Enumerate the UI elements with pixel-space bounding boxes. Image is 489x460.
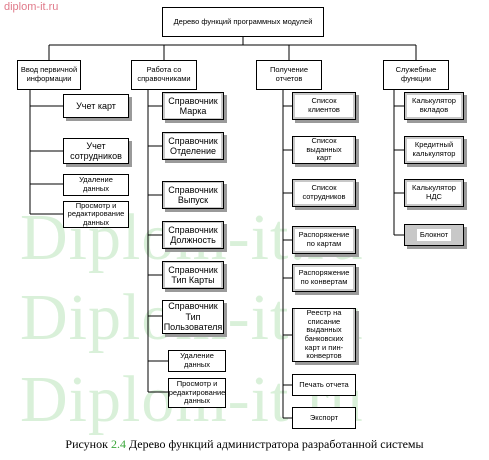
figure-caption: Рисунок 2.4 Дерево функций администратор… <box>0 437 489 452</box>
caption-text: Дерево функций администратора разработан… <box>125 437 424 451</box>
directory-item-position: Справочник Должность <box>162 221 224 249</box>
service-item-vat-calculator: Калькулятор НДС <box>404 179 464 207</box>
directory-item-department: Справочник Отделение <box>162 132 224 160</box>
group-service-header: Служебные функции <box>383 60 449 90</box>
group-directories-header: Работа со справочниками <box>131 60 197 90</box>
directory-item-brand: Справочник Марка <box>162 92 224 120</box>
report-item-issued-cards: Список выданных карт <box>292 136 356 164</box>
directory-item-issue: Справочник Выпуск <box>162 181 224 209</box>
input-item-cards: Учет карт <box>63 94 129 118</box>
service-item-notepad: Блокнот <box>404 224 464 246</box>
report-item-write-off-register: Реестр на списание выданных банковских к… <box>292 308 356 362</box>
report-item-print: Печать отчета <box>292 374 356 396</box>
directory-item-delete: Удаление данных <box>168 350 226 372</box>
directory-item-card-type: Справочник Тип Карты <box>162 261 224 289</box>
service-item-credit-calculator: Кредитный калькулятор <box>404 136 464 164</box>
group-reports-header: Получение отчетов <box>256 60 322 90</box>
report-item-envelope-orders: Распоряжение по конвертам <box>292 264 356 292</box>
report-item-clients: Список клиентов <box>292 92 356 120</box>
report-item-employees: Список сотрудников <box>292 179 356 207</box>
input-item-employees: Учет сотрудников <box>63 138 129 164</box>
directory-item-user-type: Справочник Тип Пользователя <box>162 300 224 334</box>
service-item-deposit-calculator: Калькулятор вкладов <box>404 92 464 120</box>
input-item-delete: Удаление данных <box>63 174 129 196</box>
root-node: Дерево функций программных модулей <box>162 7 324 37</box>
group-input-header: Ввод первичной информации <box>17 60 81 90</box>
site-watermark: diplom-it.ru <box>4 1 59 13</box>
report-item-card-orders: Распоряжение по картам <box>292 226 356 254</box>
caption-number: 2.4 <box>110 437 126 451</box>
caption-prefix: Рисунок <box>65 437 111 451</box>
directory-item-view-edit: Просмотр и редактирование данных <box>168 378 226 408</box>
input-item-view-edit: Просмотр и редактирование данных <box>63 201 129 228</box>
report-item-export: Экспорт <box>292 407 356 429</box>
